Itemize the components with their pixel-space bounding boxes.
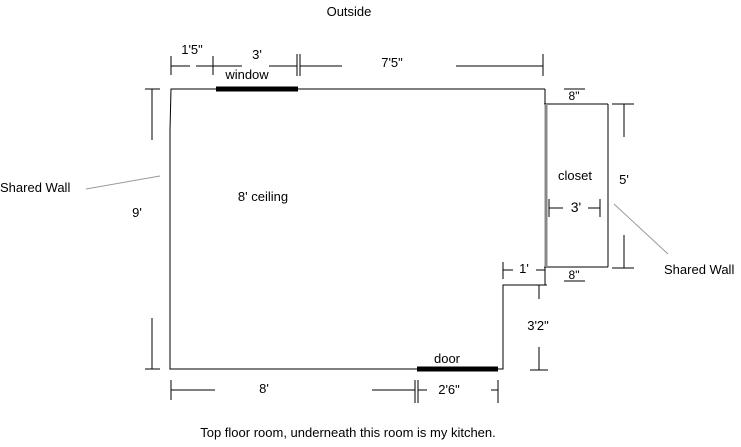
room-walls bbox=[169, 88, 546, 370]
dim-closet-height: 5' bbox=[619, 172, 629, 187]
dim-closet-wall-bottom: 8" bbox=[569, 268, 580, 282]
dim-top-right-segment: 7'5" bbox=[381, 55, 403, 70]
dim-step-height: 3'2" bbox=[527, 318, 549, 333]
dim-step-width: 1' bbox=[519, 261, 529, 276]
dim-closet-inner-width: 3' bbox=[571, 199, 581, 215]
caption: Top floor room, underneath this room is … bbox=[200, 425, 496, 440]
top-dimension-lines bbox=[170, 54, 544, 76]
dim-left-wall: 9' bbox=[132, 205, 142, 220]
shared-wall-left-label: Shared Wall bbox=[0, 180, 70, 195]
closet-label: closet bbox=[558, 168, 592, 183]
dim-window-width: 3' bbox=[252, 47, 262, 62]
dim-closet-wall-top: 8" bbox=[569, 89, 580, 103]
room-outline bbox=[169, 88, 546, 370]
door-label: door bbox=[434, 351, 461, 366]
step-dimension-lines bbox=[502, 262, 548, 371]
closet-dimension-lines bbox=[548, 88, 634, 282]
bottom-dimension-lines bbox=[170, 380, 499, 403]
outside-label: Outside bbox=[327, 4, 372, 19]
shared-wall-right-label: Shared Wall bbox=[664, 262, 734, 277]
dim-door-width: 2'6" bbox=[438, 382, 460, 397]
window-label: window bbox=[224, 67, 269, 82]
dim-top-left-offset: 1'5" bbox=[181, 42, 203, 57]
shared-wall-right-leader bbox=[613, 203, 669, 255]
closet-outline bbox=[544, 103, 609, 268]
dim-bottom-wall: 8' bbox=[259, 381, 269, 396]
left-dimension-lines bbox=[145, 88, 160, 370]
shared-wall-left-leader bbox=[85, 175, 161, 190]
ceiling-label: 8' ceiling bbox=[238, 189, 288, 204]
